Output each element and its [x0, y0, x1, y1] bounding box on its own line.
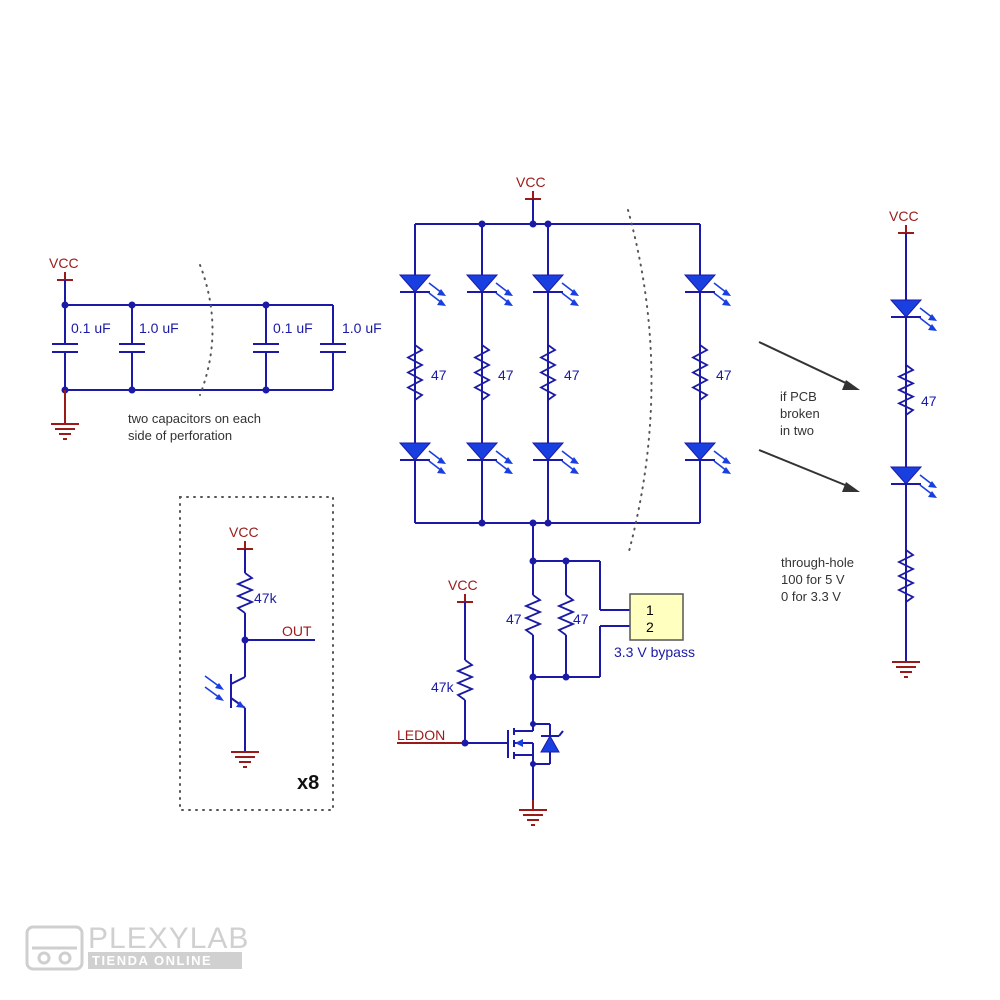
capacitor-c3	[253, 305, 279, 390]
perforation-line	[199, 264, 214, 396]
sensor-vcc-label: VCC	[229, 524, 259, 540]
cap-note-line1: two capacitors on each	[128, 411, 261, 426]
logo-subtitle-text: TIENDA ONLINE	[92, 953, 212, 968]
ledon-net-label: LEDON	[397, 727, 445, 743]
perforation-line-2	[627, 209, 653, 556]
through-hole-resistor	[896, 549, 916, 603]
led-resistor-value-1: 47	[431, 367, 447, 383]
watermark-logo: PLEXYLAB TIENDA ONLINE	[25, 922, 249, 971]
through-hole-note-line3: 0 for 3.3 V	[781, 589, 841, 604]
led-resistor-4	[691, 344, 709, 401]
sensor-ground-symbol	[231, 751, 259, 768]
through-hole-note-line2: 100 for 5 V	[781, 572, 845, 587]
header-pin-1: 1	[646, 602, 654, 618]
header-pin-2: 2	[646, 619, 654, 635]
bypass-header	[629, 593, 684, 641]
capacitor-c1	[52, 305, 78, 390]
cap-vcc-label: VCC	[49, 255, 79, 271]
led-resistor-value-3: 47	[564, 367, 580, 383]
led-vcc-label: VCC	[516, 174, 546, 190]
logo-subtitle-bar	[88, 952, 242, 969]
led-bottom-2	[465, 442, 513, 474]
cap-note-line2: side of perforation	[128, 428, 232, 443]
single-led-strand: VCC 47 if PCB broken in two through-hole…	[758, 208, 937, 678]
sensor-resistor-value: 47k	[254, 590, 278, 606]
capacitor-c2	[119, 305, 145, 390]
c4-value: 1.0 uF	[342, 320, 382, 336]
capacitor-c4	[320, 305, 346, 390]
led-array: VCC 47 47 47 47	[398, 174, 732, 556]
pcb-note-line2: broken	[780, 406, 820, 421]
led-top-3	[531, 274, 579, 306]
led-resistor-1	[406, 344, 424, 401]
gate-resistor-value: 47k	[431, 679, 455, 695]
driver-ground-symbol	[519, 800, 547, 826]
logo-brand-text: PLEXYLAB	[88, 922, 249, 955]
pcb-note-line3: in two	[780, 423, 814, 438]
led-bottom-4	[683, 442, 731, 474]
split-arrow-lower	[758, 449, 851, 488]
c2-value: 1.0 uF	[139, 320, 179, 336]
ground-symbol	[51, 390, 79, 440]
led-bottom-1	[398, 442, 446, 474]
strand-led-bottom	[889, 466, 937, 498]
phototransistor-circuit: VCC 47k OUT x8	[179, 496, 334, 811]
mosfet-symbol	[507, 677, 564, 800]
bypass-label: 3.3 V bypass	[614, 644, 695, 660]
driver-r1-value: 47	[506, 611, 522, 627]
strand-vcc-label: VCC	[889, 208, 919, 224]
logo-icon	[25, 925, 84, 971]
led-top-2	[465, 274, 513, 306]
led-resistor-2	[473, 344, 491, 401]
led-top-1	[398, 274, 446, 306]
driver-vcc-label: VCC	[448, 577, 478, 593]
pcb-note-line1: if PCB	[780, 389, 817, 404]
c3-value: 0.1 uF	[273, 320, 313, 336]
strand-resistor-value: 47	[921, 393, 937, 409]
mosfet-driver: 47 47 1 2 3.3 V bypass VCC 47k LEDON	[397, 523, 695, 826]
driver-r2-value: 47	[573, 611, 589, 627]
strand-ground-symbol	[892, 661, 920, 678]
led-resistor-value-4: 47	[716, 367, 732, 383]
led-resistor-value-2: 47	[498, 367, 514, 383]
out-net-label: OUT	[282, 623, 312, 639]
sensor-box	[179, 496, 334, 811]
led-resistor-3	[539, 344, 557, 401]
led-bottom-3	[531, 442, 579, 474]
c1-value: 0.1 uF	[71, 320, 111, 336]
split-arrow-upper	[758, 341, 851, 386]
strand-resistor	[896, 364, 916, 416]
capacitor-bank: VCC	[49, 255, 382, 443]
led-top-4	[683, 274, 731, 306]
multiplier-label: x8	[297, 772, 319, 794]
through-hole-note-line1: through-hole	[781, 555, 854, 570]
strand-led-top	[889, 299, 937, 331]
